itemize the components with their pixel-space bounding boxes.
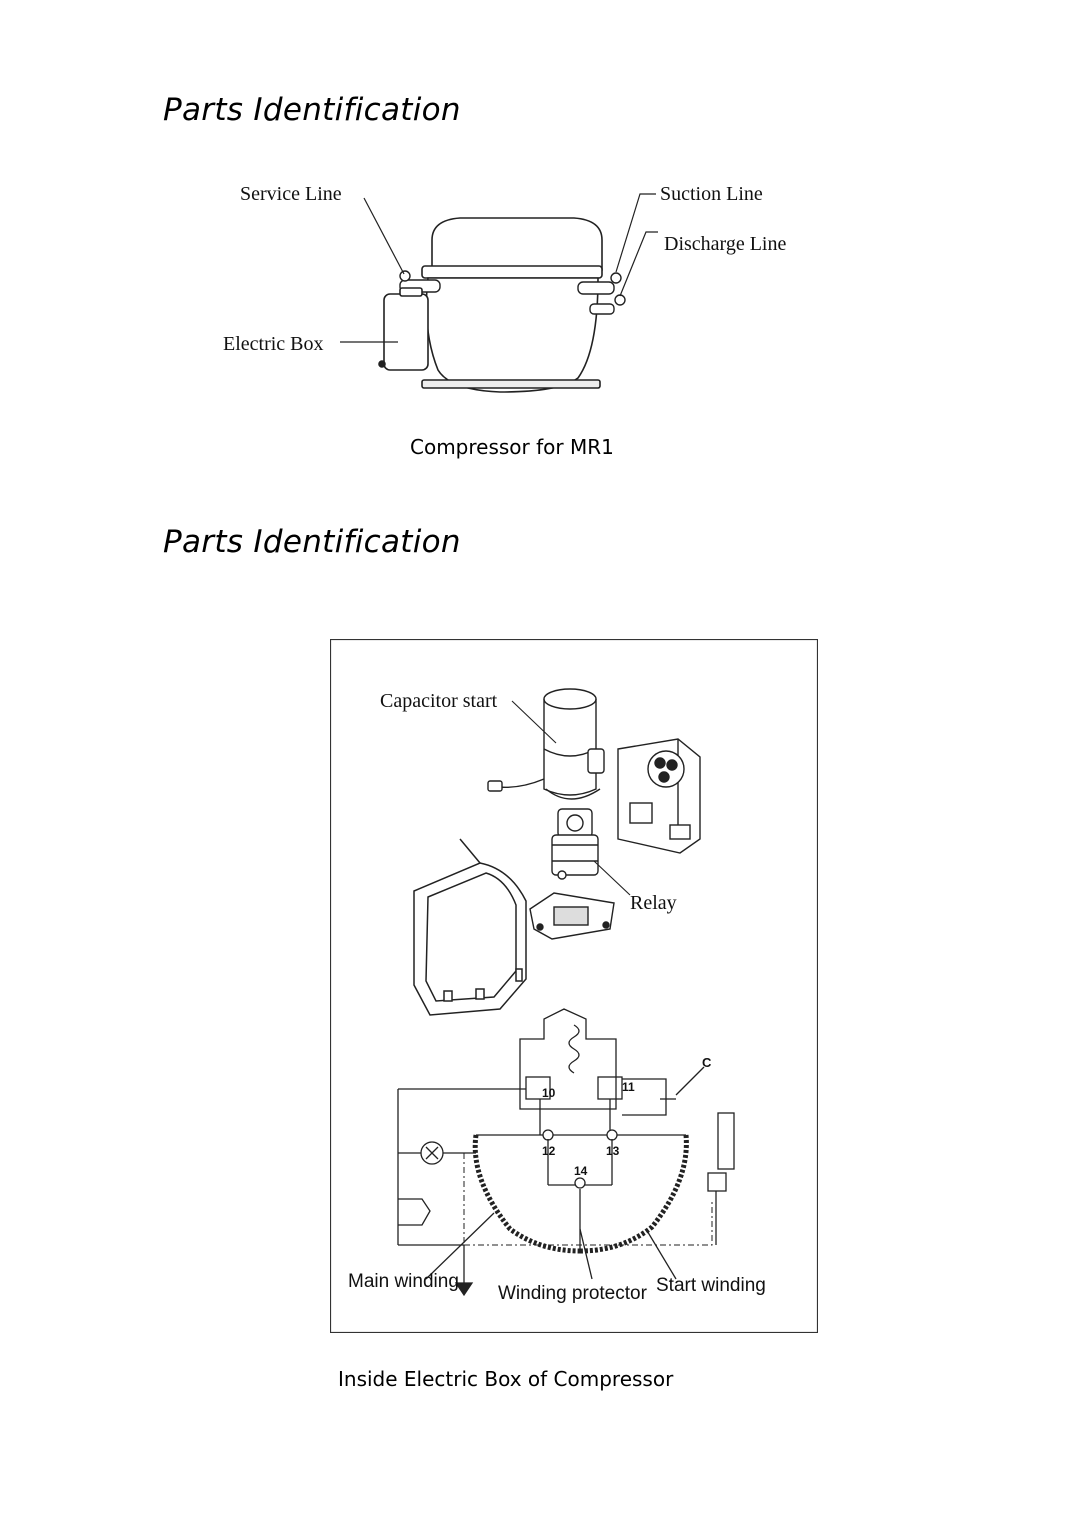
relay bbox=[551, 808, 599, 880]
suction-line-leader bbox=[615, 193, 656, 273]
compressor-body bbox=[421, 217, 603, 393]
start-winding-label: Start winding bbox=[656, 1275, 766, 1296]
suction-line-tube bbox=[577, 272, 622, 295]
terminal-13-label: 13 bbox=[606, 1144, 620, 1158]
relay-label: Relay bbox=[630, 892, 677, 914]
electric-box-label: Electric Box bbox=[223, 333, 324, 355]
relay-leader bbox=[593, 860, 631, 896]
capacitor bbox=[487, 688, 605, 800]
terminal-14-label: 14 bbox=[574, 1164, 588, 1178]
electric-box bbox=[378, 287, 429, 371]
mounting-bracket bbox=[617, 738, 701, 854]
start-winding-leader bbox=[645, 1228, 677, 1280]
capacitor-c-leader bbox=[675, 1066, 705, 1096]
discharge-line-leader bbox=[619, 231, 658, 297]
main-winding-leader bbox=[425, 1212, 495, 1280]
electric-box-diagram: Capacitor start Relay bbox=[330, 639, 818, 1333]
terminal-11-label: 11 bbox=[622, 1080, 635, 1094]
service-line-label: Service Line bbox=[240, 183, 342, 205]
section1-caption: Compressor for MR1 bbox=[410, 435, 614, 459]
section1-heading: Parts Identification bbox=[163, 92, 461, 128]
relay-base bbox=[529, 892, 615, 940]
compressor-diagram: Service Line Suction Line Discharge Line… bbox=[223, 183, 786, 393]
service-line-leader bbox=[363, 197, 405, 275]
discharge-line-label: Discharge Line bbox=[664, 233, 786, 255]
winding-protector-label: Winding protector bbox=[498, 1283, 648, 1304]
section2-heading: Parts Identification bbox=[163, 524, 461, 560]
section2-caption: Inside Electric Box of Compressor bbox=[338, 1367, 674, 1391]
terminal-10-label: 10 bbox=[542, 1086, 556, 1100]
capacitor-c-label: C bbox=[702, 1055, 712, 1070]
wiring-schematic bbox=[397, 1008, 735, 1297]
main-winding-label: Main winding bbox=[348, 1271, 459, 1292]
terminal-12-label: 12 bbox=[542, 1144, 556, 1158]
capacitor-start-label: Capacitor start bbox=[380, 690, 498, 712]
capacitor-start-leader bbox=[511, 700, 557, 744]
winding-protector-leader bbox=[579, 1228, 593, 1280]
suction-line-label: Suction Line bbox=[660, 183, 763, 205]
box-cover bbox=[413, 838, 527, 1016]
